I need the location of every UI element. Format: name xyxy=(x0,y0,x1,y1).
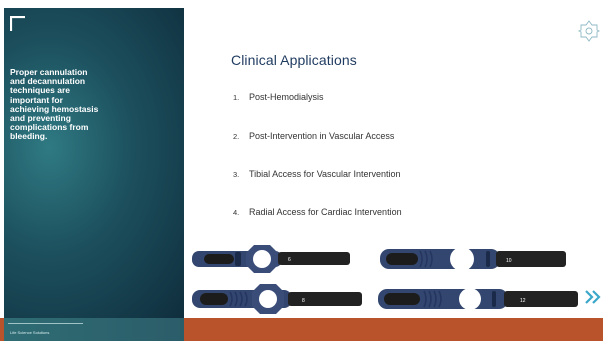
device-size-label: 10 xyxy=(506,258,512,264)
device-image: 10 xyxy=(378,243,568,275)
item-label: Post-Hemodialysis xyxy=(249,92,324,102)
divider xyxy=(8,323,83,324)
list-item: 1. Post-Hemodialysis xyxy=(233,92,324,102)
corner-bracket-icon xyxy=(10,16,25,31)
sidebar-text: Proper cannulation and decannulation tec… xyxy=(10,67,99,142)
device-image: 12 xyxy=(376,283,581,315)
page-title: Clinical Applications xyxy=(231,52,357,68)
footer-text: Life Science Solutions xyxy=(10,330,50,335)
item-label: Tibial Access for Vascular Intervention xyxy=(249,169,401,179)
device-image: 6 xyxy=(190,243,355,275)
item-number: 2. xyxy=(233,132,240,141)
device-size-label: 12 xyxy=(520,298,526,304)
item-number: 4. xyxy=(233,208,240,217)
item-number: 3. xyxy=(233,170,240,179)
item-label: Post-Intervention in Vascular Access xyxy=(249,131,395,141)
list-item: 4. Radial Access for Cardiac Interventio… xyxy=(233,207,402,217)
device-size-label: 6 xyxy=(288,257,291,263)
item-label: Radial Access for Cardiac Intervention xyxy=(249,207,402,217)
device-size-label: 8 xyxy=(302,298,305,304)
item-number: 1. xyxy=(233,93,240,102)
left-panel: Proper cannulation and decannulation tec… xyxy=(4,8,184,318)
ornament-logo-icon xyxy=(578,20,600,42)
list-item: 3. Tibial Access for Vascular Interventi… xyxy=(233,169,401,179)
list-item: 2. Post-Intervention in Vascular Access xyxy=(233,131,394,141)
double-chevron-right-icon[interactable] xyxy=(585,290,601,304)
device-image: 8 xyxy=(190,283,365,315)
